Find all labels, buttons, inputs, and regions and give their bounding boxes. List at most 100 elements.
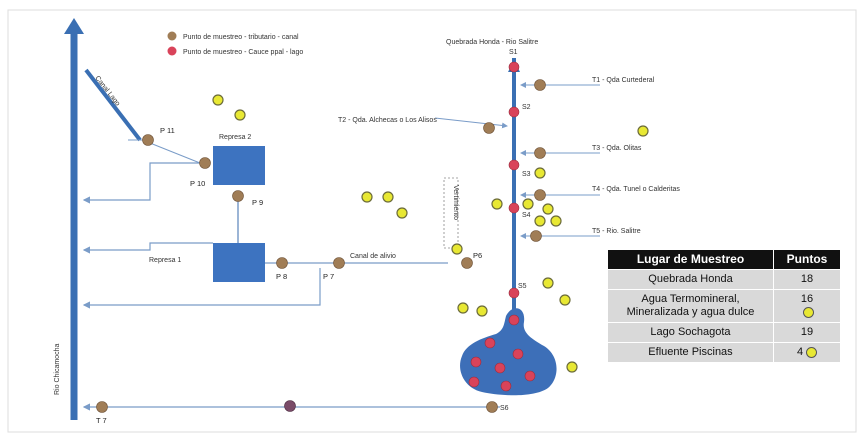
row-place: Lago Sochagota [607,322,774,343]
s6-label: S6 [500,405,509,412]
represa1-label: Represa 1 [149,257,181,264]
canal-alivio-label: Canal de alivio [350,253,396,260]
s2-label: S2 [522,104,531,111]
canal-lago-line [84,68,142,142]
point-s2 [508,106,520,118]
p7-label: P 7 [323,272,334,281]
row-count: 4 [796,346,804,358]
point-lake-7 [500,380,512,392]
p8-label: P 8 [276,272,287,281]
legend-red-dot [167,46,177,56]
t7-label: T 7 [96,416,107,425]
quebrada-label: Quebrada Honda - Rio Salitre [446,39,538,46]
row-count-cell: 4 [773,342,841,363]
point-bottom-mid [284,400,296,412]
point-y11 [534,215,546,227]
row-count: 19 [773,322,841,343]
point-t7 [96,401,108,413]
row-place: Agua Termomineral, Mineralizada y agua d… [607,289,774,323]
represa2-label: Represa 2 [219,134,251,141]
p9-label: P 9 [252,198,263,207]
point-lake-inlet [508,314,520,326]
point-p6 [461,257,473,269]
yellow-dot-icon [803,306,814,318]
s3-label: S3 [522,171,531,178]
table-row: Quebrada Honda 18 [607,269,841,290]
point-y9 [522,198,534,210]
row-count: 16 [800,293,814,305]
point-p7 [333,257,345,269]
t3-label: T3 - Qda. Olitas [592,145,642,152]
vertimiento-label: Vertimiento [452,185,459,220]
legend-brown-label: Punto de muestreo - tributario - canal [183,34,299,41]
point-lake-4 [494,362,506,374]
p11-represa-link [149,142,206,166]
p10-label: P 10 [190,179,205,188]
point-lake-3 [470,356,482,368]
header-place: Lugar de Muestreo [607,249,774,270]
point-s6 [486,401,498,413]
sampling-table: Lugar de Muestreo Puntos Quebrada Honda … [607,249,841,363]
point-y10 [542,203,554,215]
point-t1 [534,79,546,91]
flow-p7-river [82,268,321,309]
point-y2 [234,109,246,121]
point-y13 [451,243,463,255]
row-place: Efluente Piscinas [607,342,774,363]
red-points [468,61,536,392]
point-y16 [457,302,469,314]
point-lake-5 [524,370,536,382]
point-lake-2 [512,348,524,360]
legend-brown-dot [167,31,177,41]
table-header-row: Lugar de Muestreo Puntos [607,249,841,270]
point-s1 [508,61,520,73]
point-y6 [637,125,649,137]
represa-1 [213,243,265,282]
point-lake-6 [468,376,480,388]
legend-red-label: Punto de muestreo - Cauce ppal - lago [183,49,303,56]
vertimiento-box [443,177,459,249]
river-arrowhead [64,18,84,34]
point-s5 [508,287,520,299]
point-p8 [276,257,288,269]
canal-lago-label: Canal Lago [93,75,121,108]
point-y17 [476,305,488,317]
t2-arrow [434,117,508,129]
table-row: Agua Termomineral, Mineralizada y agua d… [607,289,841,323]
point-y7 [534,167,546,179]
s5-label: S5 [518,283,527,290]
point-y14 [542,277,554,289]
flow-represa1-river [82,242,213,254]
point-p10 [199,157,211,169]
p6-label: P6 [473,251,482,260]
header-count: Puntos [773,249,841,270]
t5-label: T5 - Rio. Salitre [592,228,641,235]
point-s4 [508,202,520,214]
p11-label: P 11 [160,126,175,135]
brown-points [96,79,546,413]
point-lake-1 [484,337,496,349]
table-row: Lago Sochagota 19 [607,322,841,343]
point-y12 [550,215,562,227]
row-count-cell: 16 [773,289,841,323]
table-row: Efluente Piscinas 4 [607,342,841,363]
t4-label: T4 - Qda. Tunel o Calderitas [592,186,680,193]
point-y1 [212,94,224,106]
t1-label: T1 - Qda Curtederal [592,77,655,84]
point-y15 [559,294,571,306]
point-y18 [566,361,578,373]
s1-label: S1 [509,49,518,56]
rio-label: Rio Chicamocha [54,344,61,395]
flow-represa2-river [82,162,205,204]
point-t5 [530,230,542,242]
point-s3 [508,159,520,171]
point-p11 [142,134,154,146]
yellow-dot-icon [806,346,818,358]
point-t2 [483,122,495,134]
point-y3 [361,191,373,203]
t2-label: T2 - Qda. Alchecas o Los Alisos [338,117,437,124]
point-y4 [382,191,394,203]
yellow-points [212,94,649,373]
